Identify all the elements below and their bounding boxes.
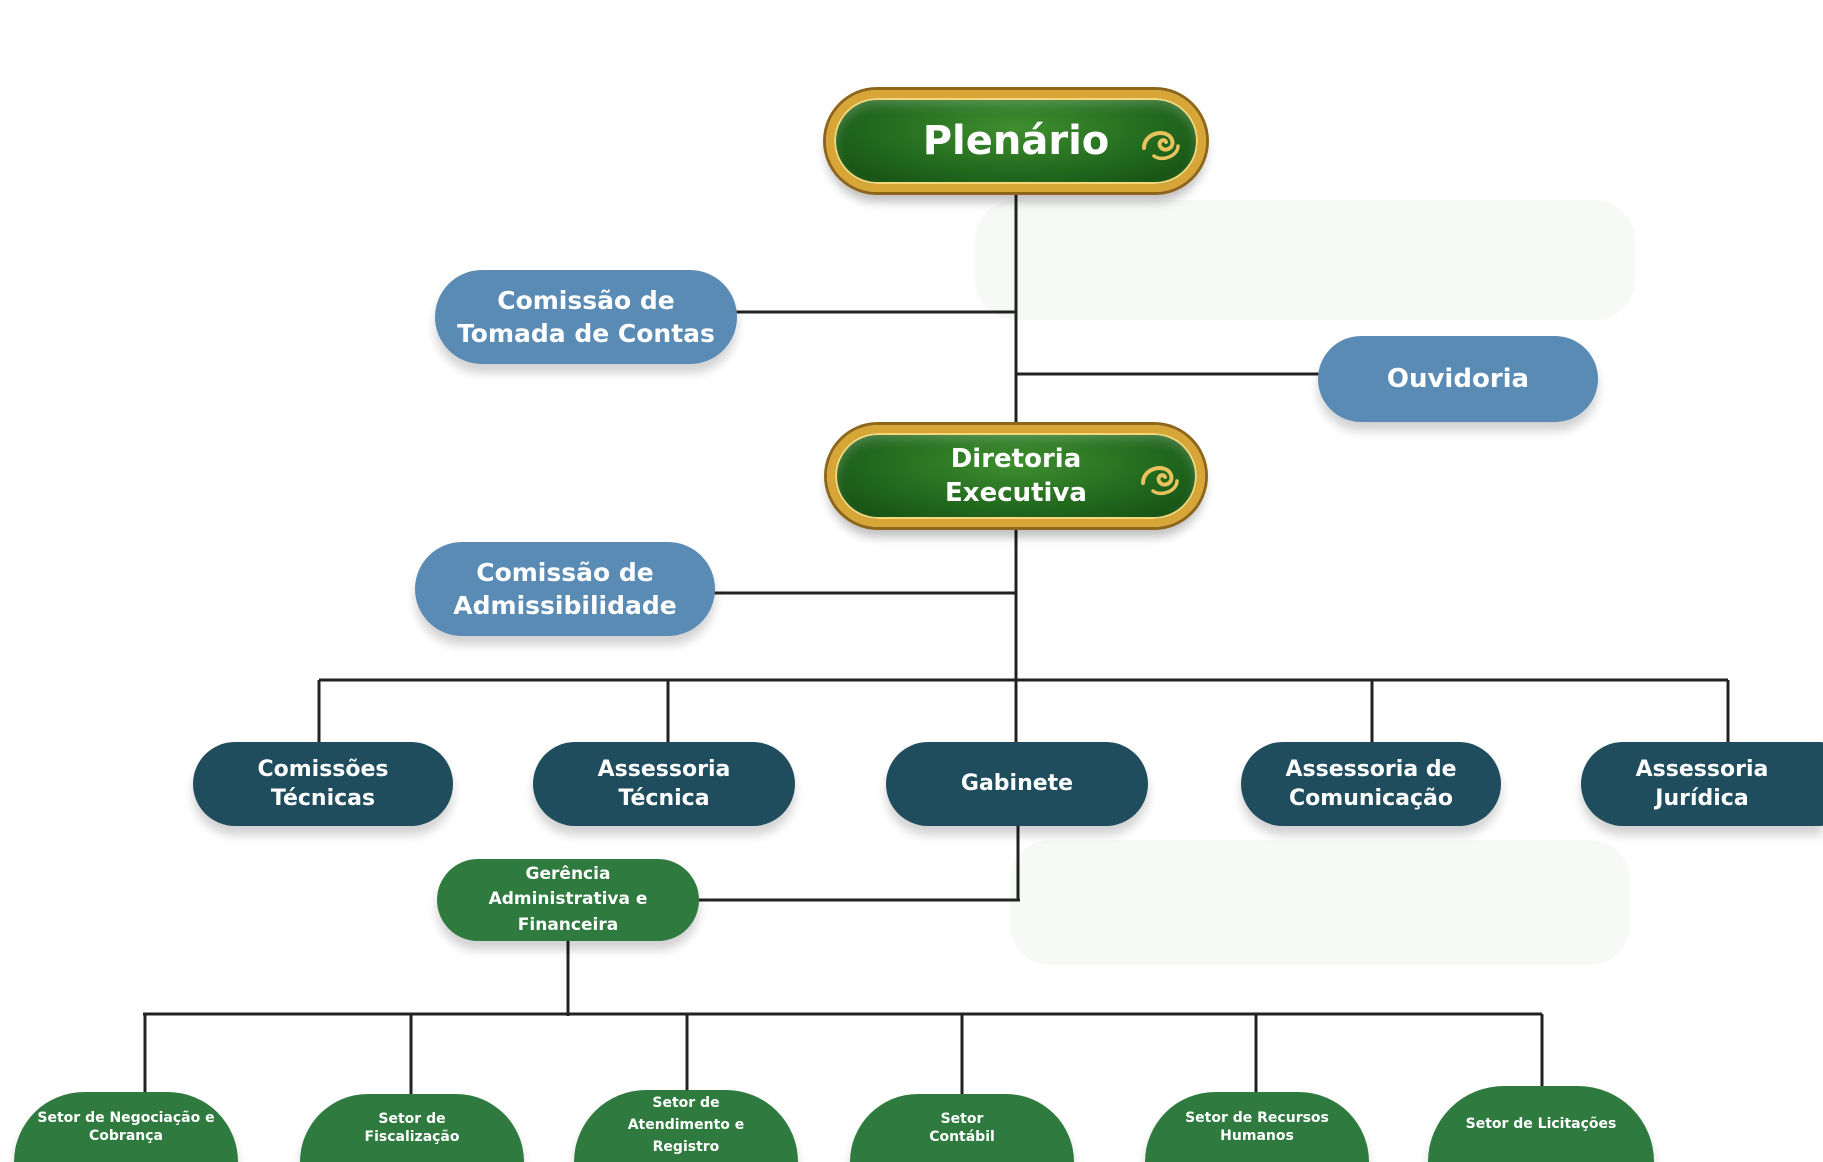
node-ouvidoria-label: Ouvidoria bbox=[1386, 363, 1530, 394]
node-assessoria-juridica: Assessoria Jurídica bbox=[1581, 742, 1823, 826]
node-diretoria-executiva: Diretoria Executiva bbox=[827, 425, 1205, 527]
node-gabinete-label: Gabinete bbox=[960, 771, 1074, 797]
node-setor-negociacao-cobranca: Setor de Negociação e Cobrança bbox=[14, 1092, 238, 1162]
node-setor-recursos-humanos: Setor de Recursos Humanos bbox=[1145, 1092, 1369, 1162]
node-diretoria-executiva-label: Diretoria Executiva bbox=[945, 443, 1087, 508]
node-setor-atendimento-registro: Setor de Atendimento e Registro bbox=[574, 1090, 798, 1162]
node-assessoria-comunicacao-label: Assessoria de Comunicação bbox=[1285, 756, 1457, 811]
node-plenario: Plenário bbox=[826, 90, 1206, 192]
scroll-ornament-icon bbox=[1141, 466, 1179, 496]
node-gerencia-label: Gerência Administrativa e Financeira bbox=[488, 863, 648, 935]
node-setor-negociacao-label: Setor de Negociação e Cobrança bbox=[37, 1109, 215, 1144]
node-comissao-admissibilidade-label: Comissão de Admissibilidade bbox=[453, 558, 677, 620]
node-gabinete: Gabinete bbox=[886, 742, 1148, 826]
node-setor-licitacoes-label: Setor de Licitações bbox=[1465, 1115, 1617, 1132]
node-gerencia-administrativa-financeira: Gerência Administrativa e Financeira bbox=[437, 859, 699, 941]
node-comissao-tomada-de-contas: Comissão de Tomada de Contas bbox=[435, 270, 737, 364]
node-setor-fiscalizacao-label: Setor de Fiscalização bbox=[364, 1110, 460, 1145]
background-artifact bbox=[1010, 840, 1630, 965]
node-assessoria-tecnica-label: Assessoria Técnica bbox=[597, 756, 731, 811]
node-setor-atendimento-label: Setor de Atendimento e Registro bbox=[627, 1095, 745, 1155]
node-setor-contabil-label: Setor Contábil bbox=[929, 1110, 995, 1145]
scroll-ornament-icon bbox=[1142, 131, 1180, 161]
background-artifact bbox=[975, 200, 1635, 320]
node-comissao-tomada-de-contas-label: Comissão de Tomada de Contas bbox=[457, 286, 715, 348]
node-comissao-admissibilidade: Comissão de Admissibilidade bbox=[415, 542, 715, 636]
node-comissoes-tecnicas-label: Comissões Técnicas bbox=[257, 756, 389, 811]
node-plenario-label: Plenário bbox=[922, 117, 1110, 164]
node-setor-licitacoes: Setor de Licitações bbox=[1428, 1086, 1654, 1162]
node-setor-rh-label: Setor de Recursos Humanos bbox=[1185, 1109, 1329, 1144]
node-assessoria-tecnica: Assessoria Técnica bbox=[533, 742, 795, 826]
node-setor-contabil: Setor Contábil bbox=[850, 1094, 1074, 1162]
node-comissoes-tecnicas: Comissões Técnicas bbox=[193, 742, 453, 826]
node-assessoria-juridica-label: Assessoria Jurídica bbox=[1635, 756, 1769, 811]
node-setor-fiscalizacao: Setor de Fiscalização bbox=[300, 1094, 524, 1162]
node-ouvidoria: Ouvidoria bbox=[1318, 336, 1598, 422]
node-assessoria-comunicacao: Assessoria de Comunicação bbox=[1241, 742, 1501, 826]
